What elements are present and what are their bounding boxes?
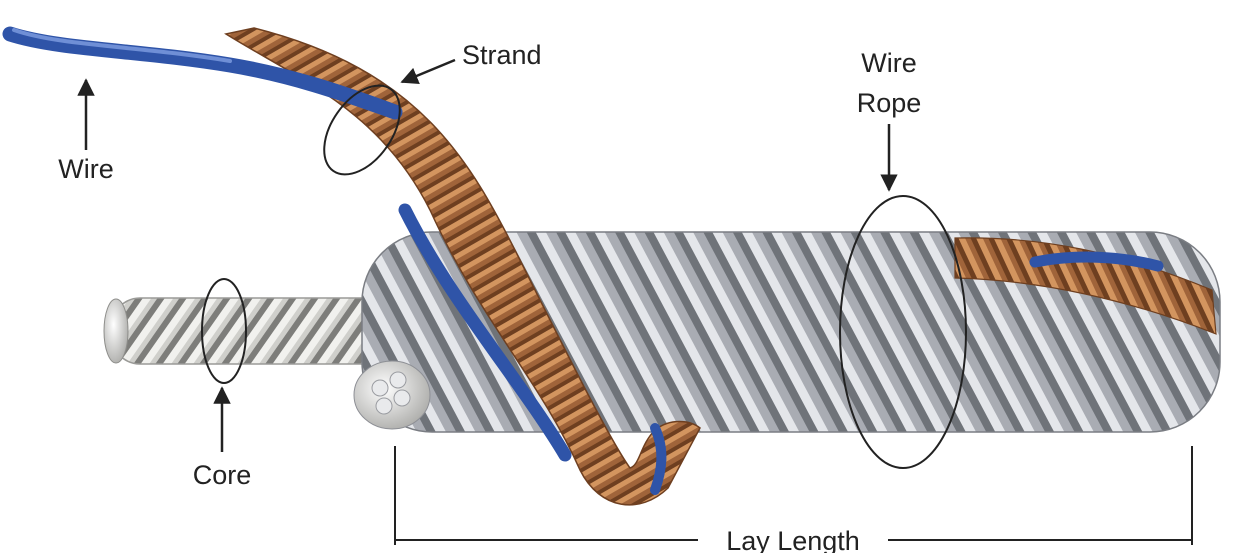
wire-rope-label-line2: Rope xyxy=(857,88,922,118)
wire-label: Wire xyxy=(58,154,114,184)
wire-rope-label-line1: Wire xyxy=(861,48,917,78)
lay-length-label: Lay Length xyxy=(726,526,860,553)
strand-label: Strand xyxy=(462,40,542,70)
core-label: Core xyxy=(193,460,252,490)
strand-callout-ellipse-icon xyxy=(323,84,401,176)
core-callout-ellipse-icon xyxy=(201,278,247,384)
strand-illustration xyxy=(224,27,701,506)
rope-callout-ellipse-icon xyxy=(839,195,967,469)
strand-arrow-icon xyxy=(400,58,456,85)
lay-length-bracket xyxy=(394,446,1193,545)
wire-illustration xyxy=(2,26,403,120)
